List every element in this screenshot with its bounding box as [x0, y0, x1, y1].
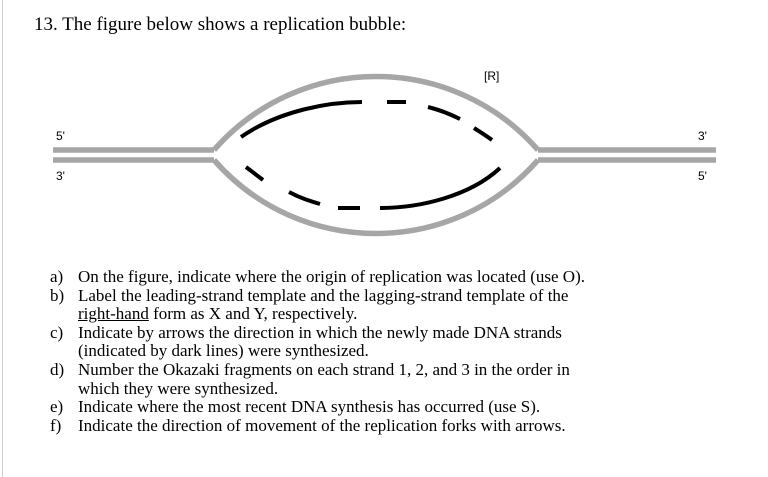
right-top-end-label: 3'	[698, 129, 707, 143]
question-title: 13. The figure below shows a replication…	[34, 14, 407, 35]
replication-bubble-figure: [R] 5' 3' 3' 5'	[53, 69, 716, 237]
left-top-end-label: 5'	[56, 129, 65, 143]
part-letter: a)	[50, 267, 64, 286]
part-e: e) Indicate where the most recent DNA sy…	[50, 398, 750, 417]
upper-new-strand-continuous	[239, 100, 363, 139]
lower-okazaki-fragment-2	[288, 190, 321, 206]
part-text: Label the leading-strand template and th…	[78, 285, 569, 305]
new-strands	[239, 100, 502, 210]
right-bottom-end-label: 5'	[698, 169, 707, 183]
page-border	[2, 0, 3, 477]
question-parts: a) On the figure, indicate where the ori…	[50, 267, 750, 436]
left-bottom-end-label: 3'	[56, 169, 65, 183]
upper-okazaki-fragment-3	[472, 126, 494, 142]
part-text: (indicated by dark lines) were synthesiz…	[78, 341, 369, 361]
upper-okazaki-fragment-2	[427, 105, 461, 121]
part-f: f) Indicate the direction of movement of…	[50, 415, 750, 436]
part-letter: c)	[50, 322, 64, 342]
part-text: Indicate by arrows the direction in whic…	[78, 322, 562, 342]
part-text: Indicate where the most recent DNA synth…	[78, 397, 541, 417]
lower-bubble-template-strand	[211, 158, 541, 237]
part-text: Indicate the direction of movement of th…	[78, 415, 566, 435]
part-text: form as X and Y, respectively.	[148, 304, 358, 324]
part-d: d) Number the Okazaki fragments on each …	[50, 359, 750, 398]
part-letter: e)	[50, 397, 64, 417]
template-strands	[53, 73, 716, 237]
lower-okazaki-fragment-1	[244, 165, 265, 182]
part-letter: d)	[50, 359, 65, 379]
part-letter: f)	[50, 415, 62, 435]
part-b: b) Label the leading-strand template and…	[50, 285, 750, 324]
part-a: a) On the figure, indicate where the ori…	[50, 267, 750, 287]
upper-bubble-template-strand	[211, 73, 541, 152]
part-text: On the figure, indicate where the origin…	[78, 267, 585, 286]
part-letter: b)	[50, 285, 65, 305]
part-text: Number the Okazaki fragments on each str…	[78, 359, 570, 379]
part-c: c) Indicate by arrows the direction in w…	[50, 322, 750, 361]
underlined-text: right-hand	[78, 304, 149, 324]
label-top: [R]	[484, 69, 499, 83]
part-text: which they were synthesized.	[78, 378, 279, 398]
lower-new-strand-continuous	[379, 166, 502, 210]
